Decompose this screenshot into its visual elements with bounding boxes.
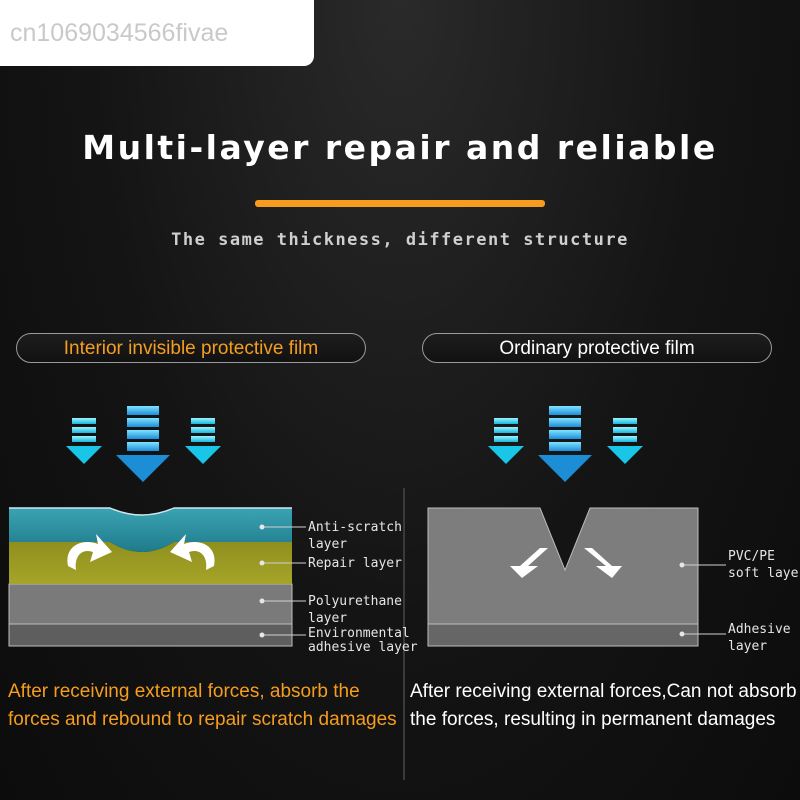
force-arrow-icon [538, 406, 592, 482]
right-caption: After receiving external forces,Can not … [410, 681, 797, 730]
force-arrow-icon [185, 418, 221, 464]
page-title: Multi-layer repair and reliable [82, 128, 718, 167]
left-caption: After receiving external forces, absorb … [8, 681, 397, 730]
right-panel-heading: Ordinary protective film [422, 333, 772, 363]
force-arrow-icon [66, 418, 102, 464]
force-arrow-icon [607, 418, 643, 464]
ordinary-film [427, 507, 699, 647]
split-arrow-icon [584, 548, 622, 578]
multi-layer-film [8, 507, 293, 647]
page-subtitle: The same thickness, different structure [171, 230, 629, 250]
watermark: cn1069034566fivae [0, 0, 314, 66]
rebound-arrow-icon [67, 534, 112, 570]
force-arrow-icon [116, 406, 170, 482]
rebound-arrow-icon [170, 534, 215, 570]
layer-label-repair: Repair layer [308, 556, 402, 571]
left-panel-heading: Interior invisible protective film [16, 333, 366, 363]
title-underline [255, 200, 545, 207]
split-arrow-icon [510, 548, 548, 578]
force-arrow-icon [488, 418, 524, 464]
